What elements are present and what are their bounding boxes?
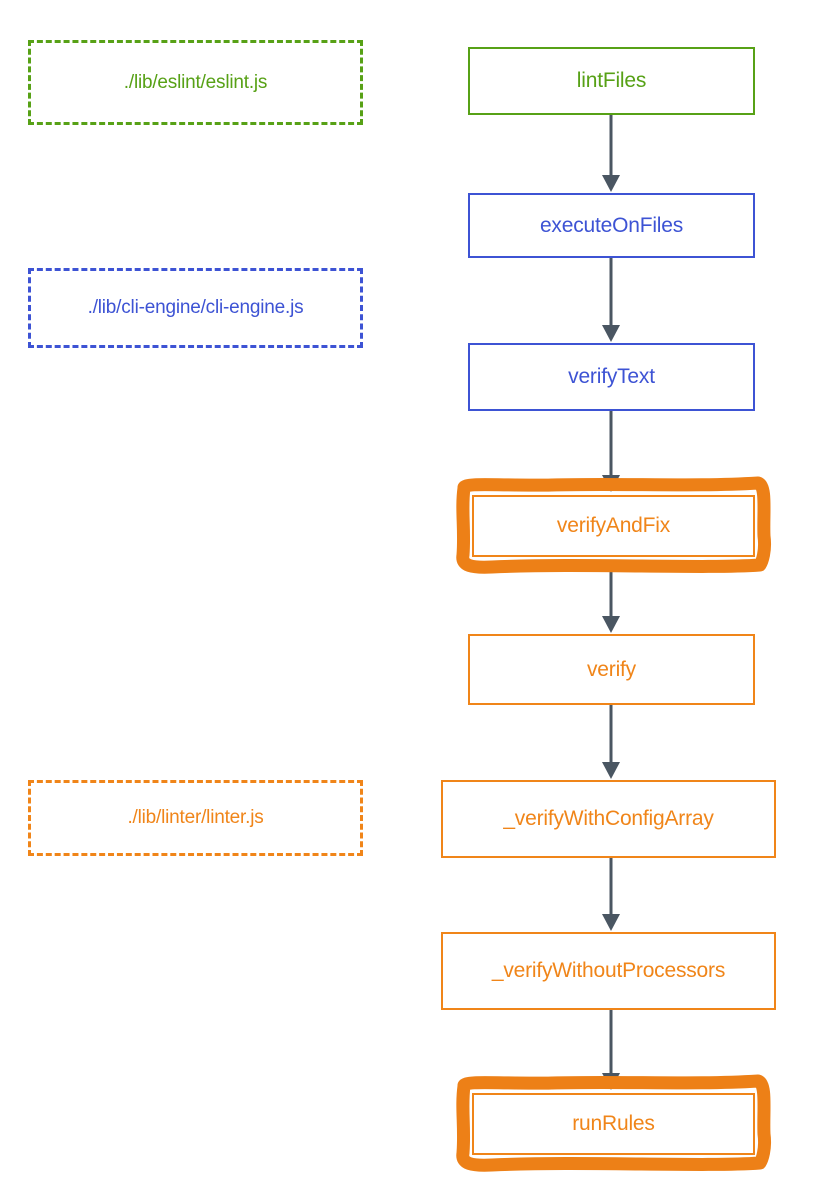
arrow-lintfiles-to-executeonfiles <box>602 115 620 192</box>
file-label-text: ./lib/eslint/eslint.js <box>123 71 268 93</box>
node-label: verify <box>587 657 636 681</box>
node-label: lintFiles <box>576 69 647 92</box>
arrow-executeonfiles-to-verifytext <box>602 258 620 342</box>
arrow-verifywithoutprocessors-to-runrules <box>602 1010 620 1090</box>
node-verify[interactable]: verify <box>468 634 755 705</box>
arrow-verifywithconfigarray-to-verifywithoutprocessors <box>602 858 620 931</box>
node-label: _verifyWithConfigArray <box>503 807 714 830</box>
file-label-text: ./lib/cli-engine/cli-engine.js <box>87 297 304 318</box>
arrow-verify-to-verifywithconfigarray <box>602 705 620 779</box>
node-verifywithoutprocessors[interactable]: _verifyWithoutProcessors <box>441 932 776 1010</box>
node-verifyandfix[interactable]: verifyAndFix <box>472 495 755 557</box>
node-label: runRules <box>572 1112 655 1135</box>
arrow-verifytext-to-verifyandfix <box>602 411 620 492</box>
node-label: _verifyWithoutProcessors <box>491 959 726 982</box>
file-eslint: ./lib/eslint/eslint.js <box>28 40 363 125</box>
node-lintfiles[interactable]: lintFiles <box>468 47 755 115</box>
node-label: verifyAndFix <box>556 514 671 537</box>
file-cli-engine: ./lib/cli-engine/cli-engine.js <box>28 268 363 348</box>
node-verifytext[interactable]: verifyText <box>468 343 755 411</box>
arrow-verifyandfix-to-verify <box>602 566 620 633</box>
node-verifywithconfigarray[interactable]: _verifyWithConfigArray <box>441 780 776 858</box>
node-label: executeOnFiles <box>539 213 684 237</box>
node-label: verifyText <box>568 365 655 388</box>
file-linter: ./lib/linter/linter.js <box>28 780 363 856</box>
node-executeonfiles[interactable]: executeOnFiles <box>468 193 755 258</box>
file-label-text: ./lib/linter/linter.js <box>127 807 264 828</box>
node-runrules[interactable]: runRules <box>472 1093 755 1155</box>
